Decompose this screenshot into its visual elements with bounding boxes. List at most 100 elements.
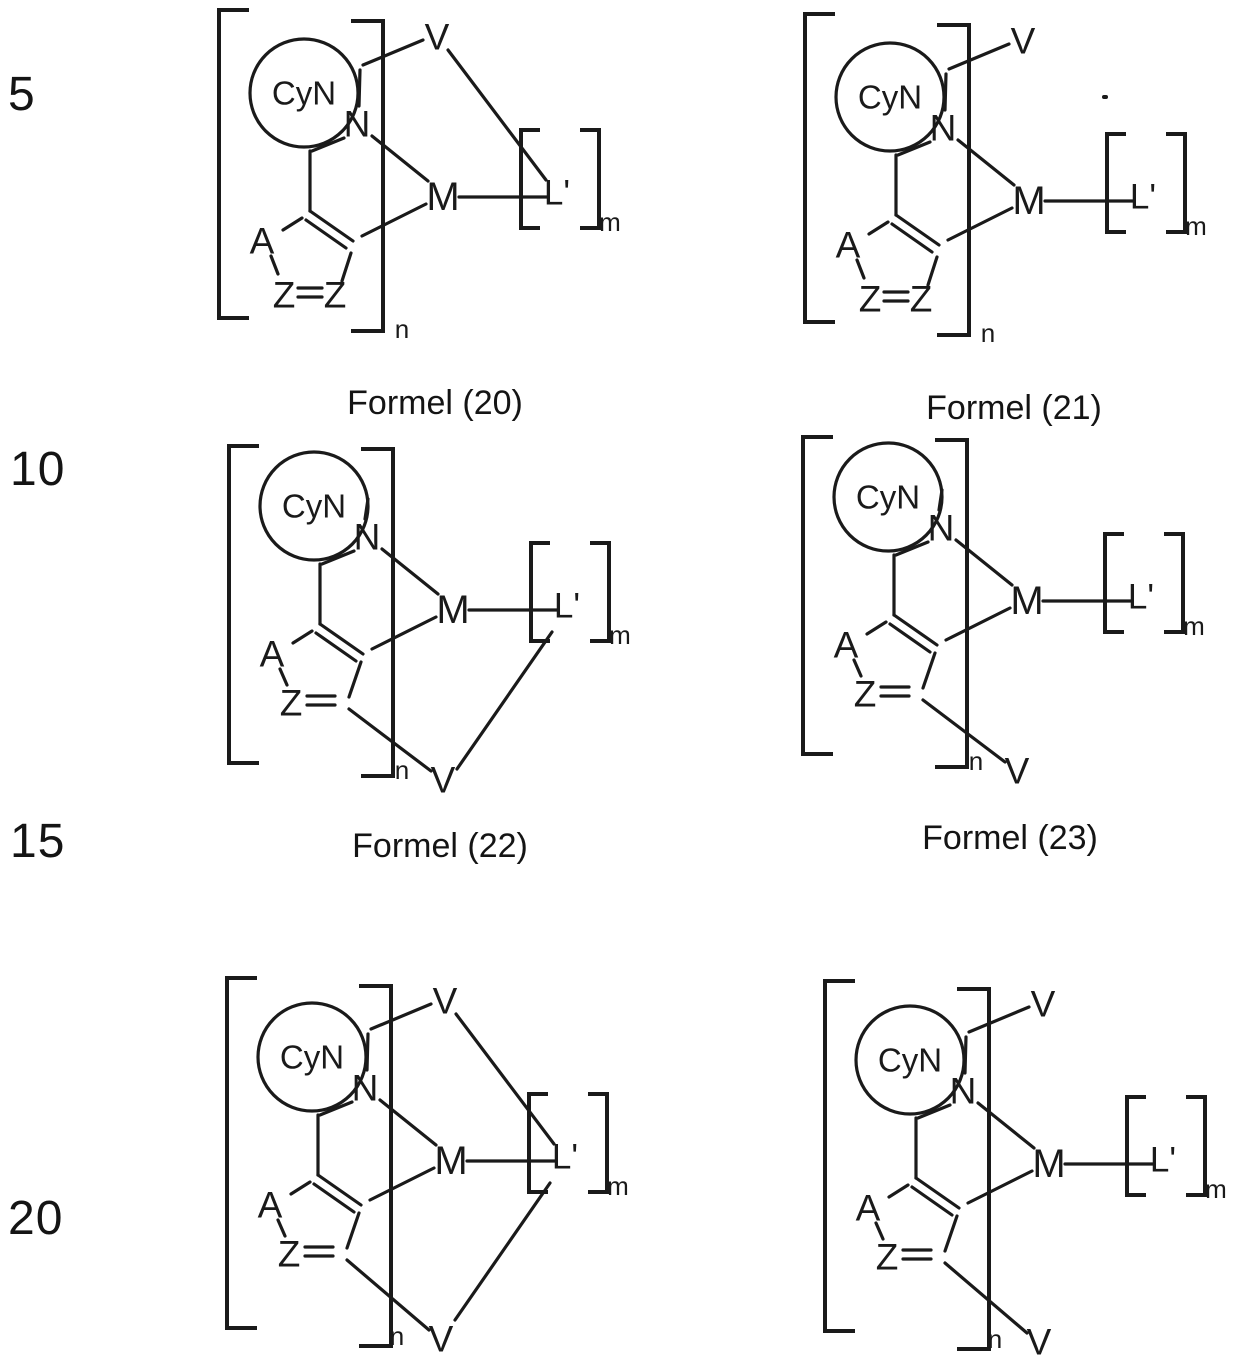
cyn-ring-label: CyN — [282, 488, 346, 525]
line-number-15: 15 — [10, 815, 66, 868]
z-atom-label: Z — [854, 674, 877, 715]
z-atom-label: Z — [876, 1237, 899, 1278]
v-top-bond — [369, 1002, 433, 1031]
c5-metal-bond — [946, 206, 1014, 242]
nitrogen-label: N — [950, 1071, 977, 1112]
c1-c5-double-bond-b — [910, 1185, 954, 1217]
ring-top-to-n-bond — [363, 497, 370, 521]
a-z-bond — [855, 258, 866, 280]
n-c-bond — [320, 549, 356, 566]
polymer-bracket-right — [359, 984, 393, 1348]
n-metal-bond — [976, 1101, 1036, 1150]
a-z-bond — [269, 254, 280, 276]
ligand-bracket-right — [1186, 1095, 1207, 1197]
v-top-bond — [947, 42, 1011, 71]
c1-c5-double-bond-a — [914, 1176, 961, 1210]
c1-c5-double-bond-b — [314, 631, 358, 663]
ligand-label: L' — [1130, 178, 1156, 217]
formula-21-caption: Formel (21) — [926, 389, 1102, 427]
v-bottom-bond — [345, 1258, 431, 1332]
ring-top-to-n-bond — [943, 72, 948, 112]
n-metal-bond — [370, 134, 430, 183]
polymer-bracket-right — [935, 438, 969, 769]
subscript-n: n — [981, 318, 995, 348]
ligand-bracket-left — [1125, 1095, 1146, 1197]
c1-c5-double-bond-a — [894, 213, 941, 247]
ring-top-to-n-bond — [963, 1035, 968, 1075]
n-c-bond — [916, 1103, 952, 1120]
nitrogen-label: N — [928, 508, 955, 549]
c1-a-bond — [291, 629, 314, 645]
polymer-bracket-right — [361, 447, 395, 778]
ligand-label: L' — [552, 1138, 578, 1177]
line-number-10: 10 — [10, 443, 66, 496]
nitrogen-label: N — [354, 517, 381, 558]
v-substituent-top: V — [433, 981, 458, 1022]
v-substituent-bottom: V — [429, 1319, 454, 1360]
z-atom-label-left: Z — [273, 275, 296, 316]
ligand-label: L' — [544, 174, 570, 213]
subscript-m: m — [1183, 611, 1205, 641]
ring-top-to-n-bond — [937, 488, 944, 512]
c1-c5-double-bond-a — [892, 613, 939, 647]
v-bottom-bond — [347, 707, 433, 773]
polymer-bracket-right — [937, 23, 971, 337]
polymer-bracket-left — [801, 435, 833, 756]
line-number-5: 5 — [8, 68, 36, 121]
v-top-bond — [967, 1005, 1031, 1034]
c1-a-bond — [289, 1180, 312, 1196]
subscript-n: n — [395, 755, 409, 785]
cyn-ring-label: CyN — [858, 79, 922, 116]
ligand-bracket-left — [1103, 532, 1124, 634]
v-bottom-bond — [943, 1261, 1029, 1335]
ligand-bracket-left — [1105, 132, 1126, 234]
v-substituent-top: V — [425, 17, 450, 58]
polymer-bracket-right — [351, 19, 385, 333]
v-substituent-bottom: V — [1027, 1322, 1052, 1363]
z-c5-bond — [926, 255, 939, 287]
c1-a-bond — [865, 620, 888, 636]
nitrogen-label: N — [344, 104, 371, 145]
metal-label: M — [434, 1139, 467, 1183]
formula-23-caption: Formel (23) — [922, 819, 1098, 857]
cyn-ring-label: CyN — [280, 1039, 344, 1076]
v-bottom-bond — [921, 698, 1007, 764]
c4-c5-bond — [347, 660, 363, 699]
nitrogen-label: N — [930, 108, 957, 149]
z-atom-label: Z — [278, 1234, 301, 1275]
v-ligand-link-bottom — [455, 630, 554, 771]
c4-c5-bond — [921, 651, 937, 690]
c1-c5-double-bond-a — [318, 622, 365, 656]
subscript-n: n — [395, 314, 409, 344]
metal-label: M — [1032, 1142, 1065, 1186]
c5-metal-bond — [370, 615, 438, 651]
formula-22-caption: Formel (22) — [352, 827, 528, 865]
n-metal-bond — [378, 1098, 438, 1147]
ligand-bracket-right — [590, 541, 611, 643]
ligand-bracket-right — [580, 128, 601, 230]
c1-c5-double-bond-a — [308, 209, 355, 243]
v-substituent-top: V — [1011, 21, 1036, 62]
c1-c5-double-bond-b — [890, 222, 934, 254]
n-c-bond — [310, 136, 346, 153]
polymer-bracket-left — [823, 979, 855, 1333]
subscript-n: n — [988, 1324, 1002, 1354]
c1-a-bond — [281, 216, 304, 232]
polymer-bracket-left — [217, 8, 249, 320]
c1-a-bond — [867, 220, 890, 236]
c1-a-bond — [887, 1183, 910, 1199]
v-substituent-bottom: V — [1005, 751, 1030, 792]
subscript-m: m — [607, 1171, 629, 1201]
c1-c5-double-bond-a — [316, 1173, 363, 1207]
ligand-bracket-right — [1166, 132, 1187, 234]
line-number-20: 20 — [8, 1192, 64, 1245]
a-z-bond — [874, 1221, 885, 1241]
z-atom-label: Z — [280, 683, 303, 724]
ring-top-to-n-bond — [365, 1032, 370, 1072]
